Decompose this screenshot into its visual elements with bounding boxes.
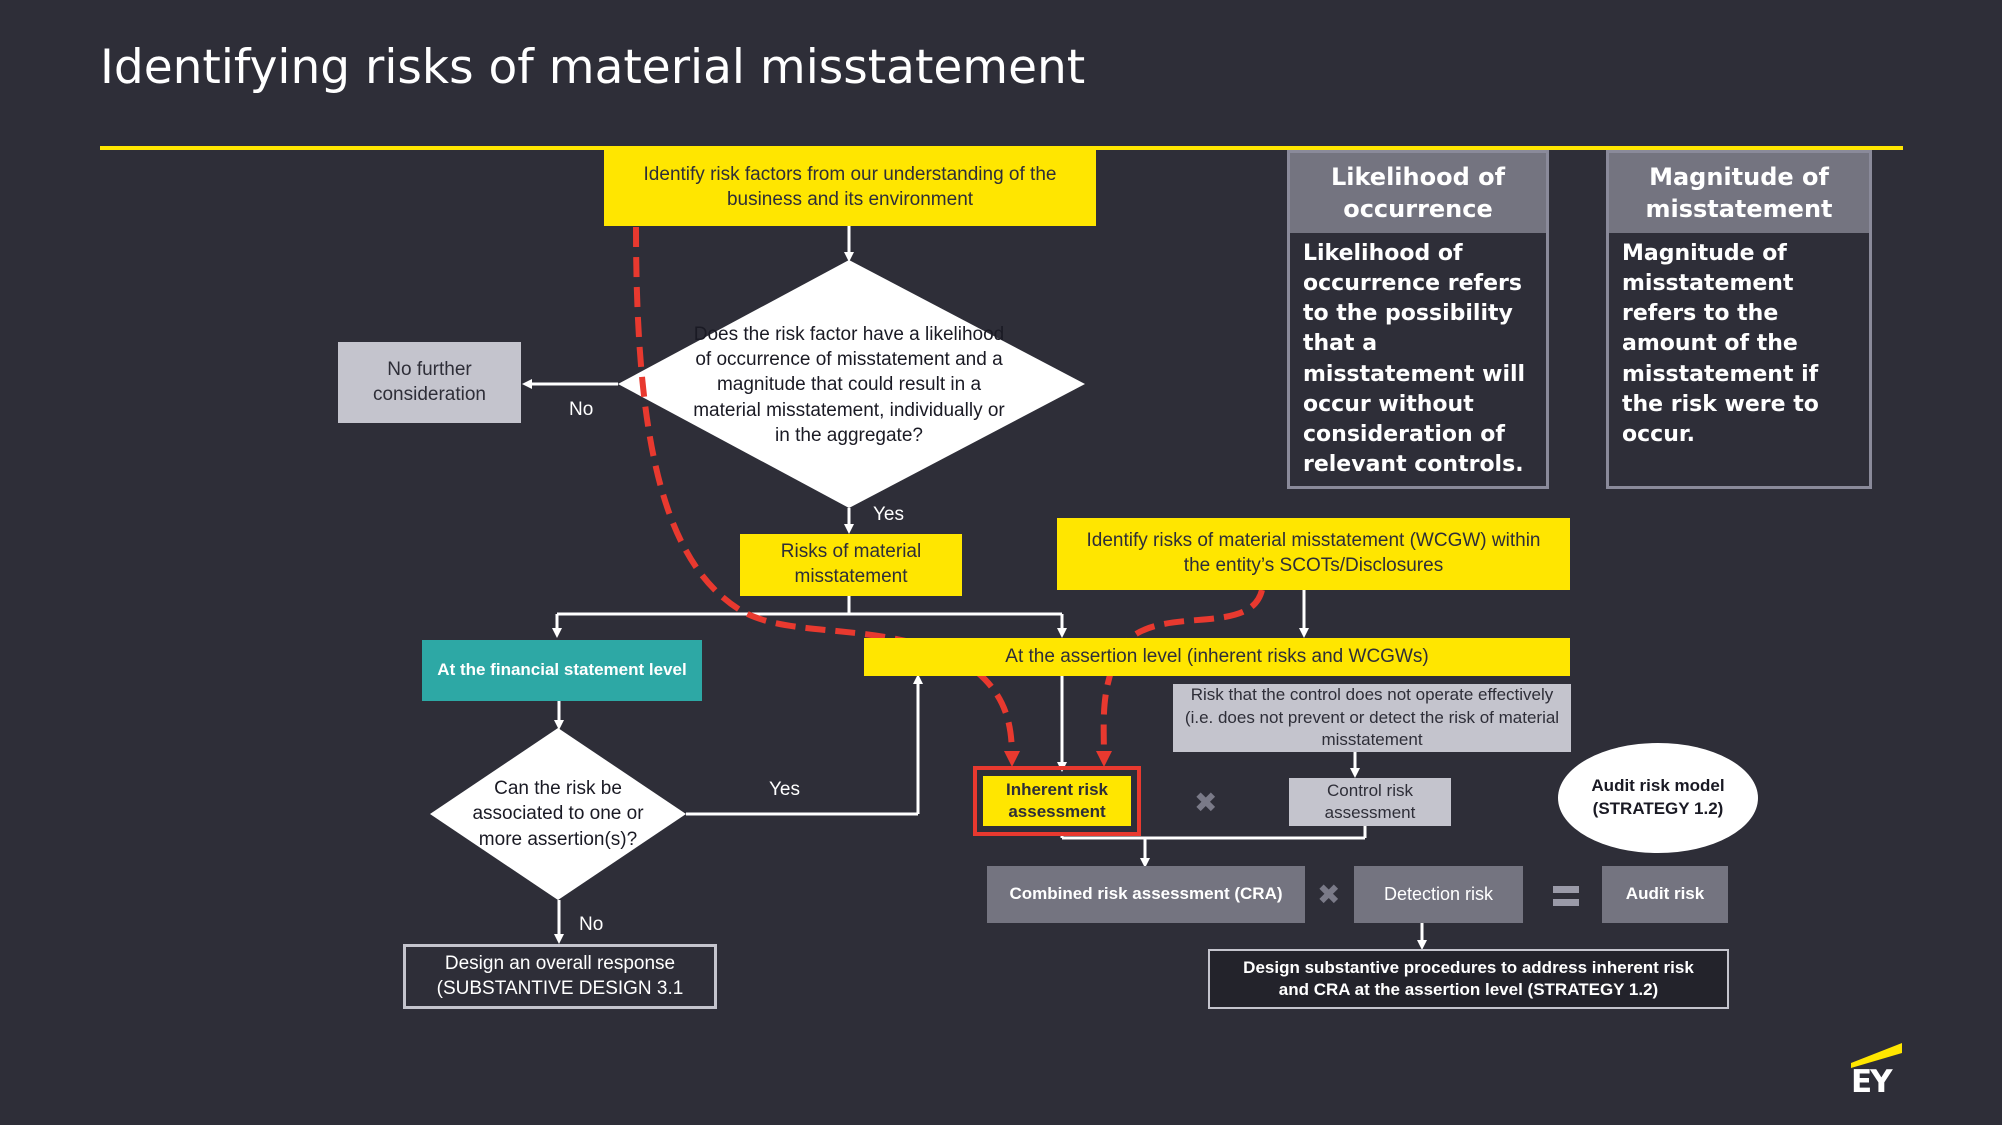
magnitude-card-body: Magnitude of misstatement refers to the … [1622, 241, 1819, 447]
page-title: Identifying risks of material misstateme… [100, 40, 1086, 95]
likelihood-card-heading: Likelihood of occurrence [1290, 153, 1546, 233]
decision-diamond-likelihood [618, 260, 1085, 508]
control-risk-description-box: Risk that the control does not operate e… [1173, 684, 1571, 752]
multiply-operator-2: ✖ [1317, 878, 1341, 911]
identify-wcgw-box: Identify risks of material misstatement … [1057, 518, 1570, 590]
audit-risk-box: Audit risk [1602, 866, 1728, 923]
equals-sign-top [1553, 886, 1579, 893]
inherent-risk-assessment-box: Inherent risk assessment [981, 774, 1133, 828]
assertion-question-text: Can the risk be associated to one or mor… [472, 778, 644, 850]
likelihood-question-text: Does the risk factor have a likelihood o… [693, 324, 1005, 446]
financial-statement-level-box: At the financial statement level [422, 640, 702, 701]
substantive-procedures-box: Design substantive procedures to address… [1208, 949, 1729, 1009]
likelihood-card-body: Likelihood of occurrence refers to the p… [1303, 241, 1526, 477]
ey-logo: EY [1851, 1064, 1893, 1100]
magnitude-card-heading: Magnitude of misstatement [1609, 153, 1869, 233]
multiply-operator-1: ✖ [1194, 786, 1218, 819]
magnitude-card: Magnitude of misstatement Magnitude of m… [1606, 150, 1872, 489]
audit-risk-model-ellipse: Audit risk model (STRATEGY 1.2) [1558, 743, 1758, 853]
identify-risk-factors-box: Identify risk factors from our understan… [604, 150, 1096, 226]
control-risk-assessment-box: Control risk assessment [1289, 778, 1451, 826]
label-yes-likelihood: Yes [873, 504, 904, 525]
title-underline [100, 146, 1903, 150]
combined-risk-assessment-box: Combined risk assessment (CRA) [987, 866, 1305, 923]
overall-response-box: Design an overall response (SUBSTANTIVE … [403, 944, 717, 1009]
label-no-likelihood: No [569, 399, 594, 420]
risks-of-material-misstatement-box: Risks of material misstatement [740, 534, 962, 596]
label-no-assertion: No [579, 914, 604, 935]
decision-diamond-assertion [430, 728, 686, 900]
detection-risk-box: Detection risk [1354, 866, 1523, 923]
ey-logo-slash [1851, 1043, 1902, 1068]
assertion-level-bar: At the assertion level (inherent risks a… [864, 638, 1570, 676]
inherent-risk-highlight: Inherent risk assessment [973, 766, 1141, 836]
no-further-consideration-box: No further consideration [338, 342, 521, 423]
equals-sign-bottom [1553, 899, 1579, 906]
label-yes-assertion: Yes [769, 779, 800, 800]
highlight-path-left [633, 226, 1020, 767]
likelihood-card: Likelihood of occurrence Likelihood of o… [1287, 150, 1549, 489]
